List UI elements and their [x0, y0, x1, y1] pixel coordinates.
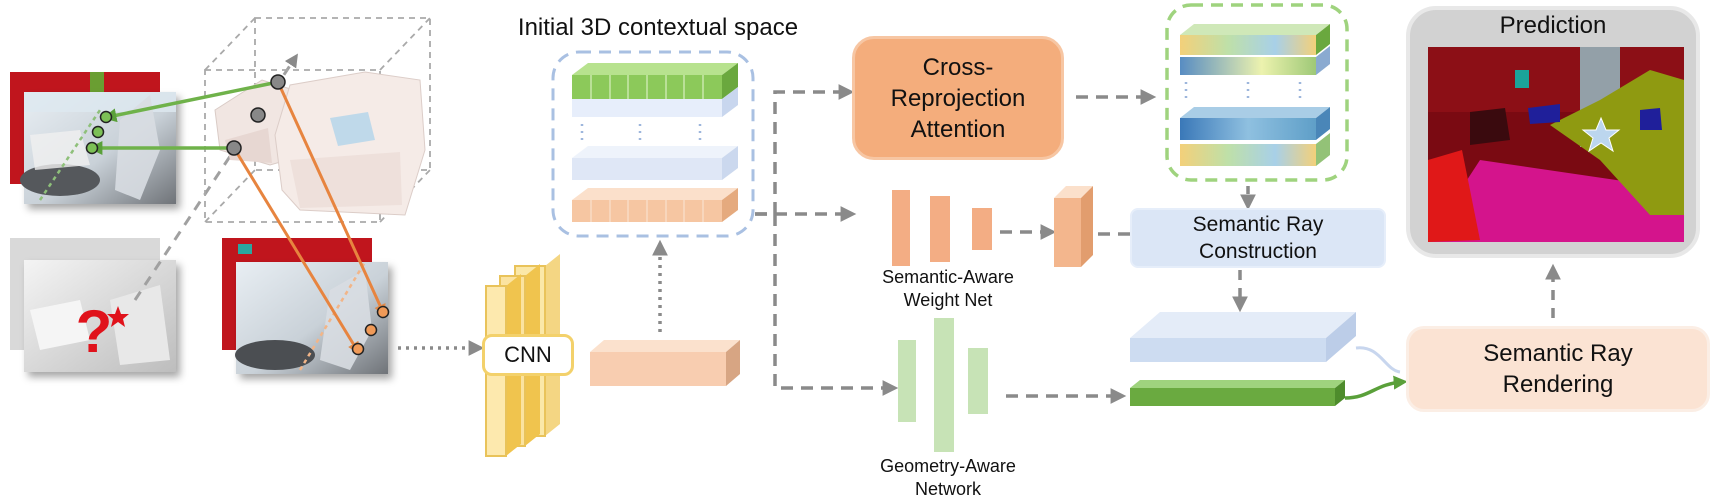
refined-layer-bottom [1180, 107, 1330, 166]
semantic-ray-construction-block: Semantic Ray Construction [1130, 208, 1386, 268]
volume-layer-blue [572, 146, 738, 180]
refined-volume-dots [1184, 82, 1302, 102]
refined-layer-top [1180, 24, 1330, 75]
geometry-ray-slab [1130, 380, 1345, 406]
diagram-title: Initial 3D contextual space [517, 14, 799, 41]
volume-branch-arrows [755, 84, 899, 396]
source-view-bottom [222, 238, 388, 374]
volume-layer-orange [572, 188, 738, 222]
semantic-ray-rendering-block: Semantic Ray Rendering [1406, 326, 1710, 412]
cross-reprojection-attention-block: Cross- Reprojection Attention [852, 36, 1064, 160]
geometry-network-label: Geometry-Aware Network [880, 456, 1016, 499]
correspondence-lines [88, 80, 386, 355]
volume-dots [580, 124, 702, 145]
armchair-right [274, 71, 426, 216]
volume-layer-green [572, 63, 738, 117]
geometry-net-bars [898, 318, 988, 452]
weight-feature-block [1054, 186, 1093, 267]
source-view-top [10, 72, 176, 204]
semantic-weight-net-bars [892, 190, 992, 266]
cnn-block: CNN [482, 334, 574, 376]
prediction-label: Prediction [1499, 12, 1607, 39]
semantic-ray-slab [1130, 312, 1356, 362]
semantic-weight-net-label: Semantic-Aware Weight Net [882, 267, 1014, 310]
sample-points [85, 74, 390, 356]
prediction-segmentation-map [1428, 47, 1684, 242]
query-question-mark: ? [76, 298, 113, 365]
prediction-star-icon [1581, 116, 1621, 153]
query-star-icon [107, 306, 129, 327]
feature-map [590, 340, 740, 386]
semantic-ray-to-rendering-curve [1355, 346, 1401, 374]
geometry-ray-to-rendering-curve [1344, 375, 1408, 400]
refined-volume-frame [1165, 3, 1349, 182]
